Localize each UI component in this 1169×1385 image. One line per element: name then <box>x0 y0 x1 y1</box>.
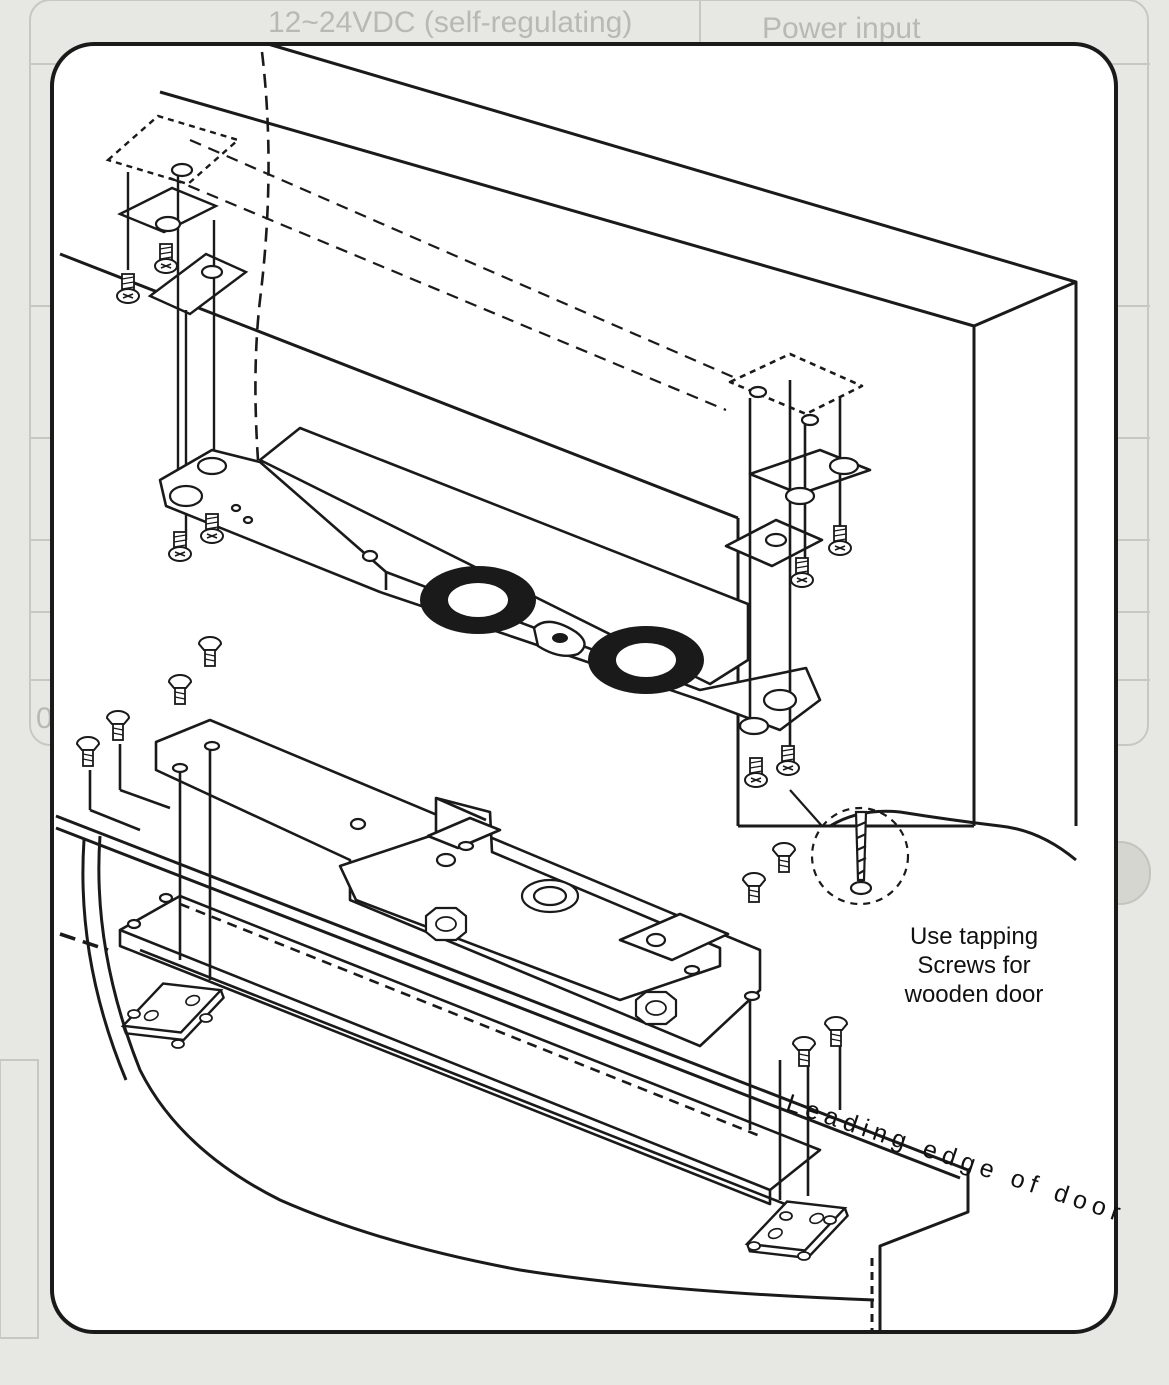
note-line: wooden door <box>904 980 1044 1008</box>
tapping-screw-callout <box>789 789 910 906</box>
tapping-screws-note: Use tapping Screws for wooden door <box>872 923 1076 1009</box>
door-slab <box>55 814 970 1334</box>
note-line: Screws for <box>917 951 1031 979</box>
magnet-face-rings <box>420 566 704 694</box>
diagram-panel <box>52 44 1116 1332</box>
bracket-holes <box>154 162 860 736</box>
plate-holes <box>127 1009 837 1261</box>
armature-details <box>126 740 761 1002</box>
note-line: Use tapping <box>909 923 1039 950</box>
